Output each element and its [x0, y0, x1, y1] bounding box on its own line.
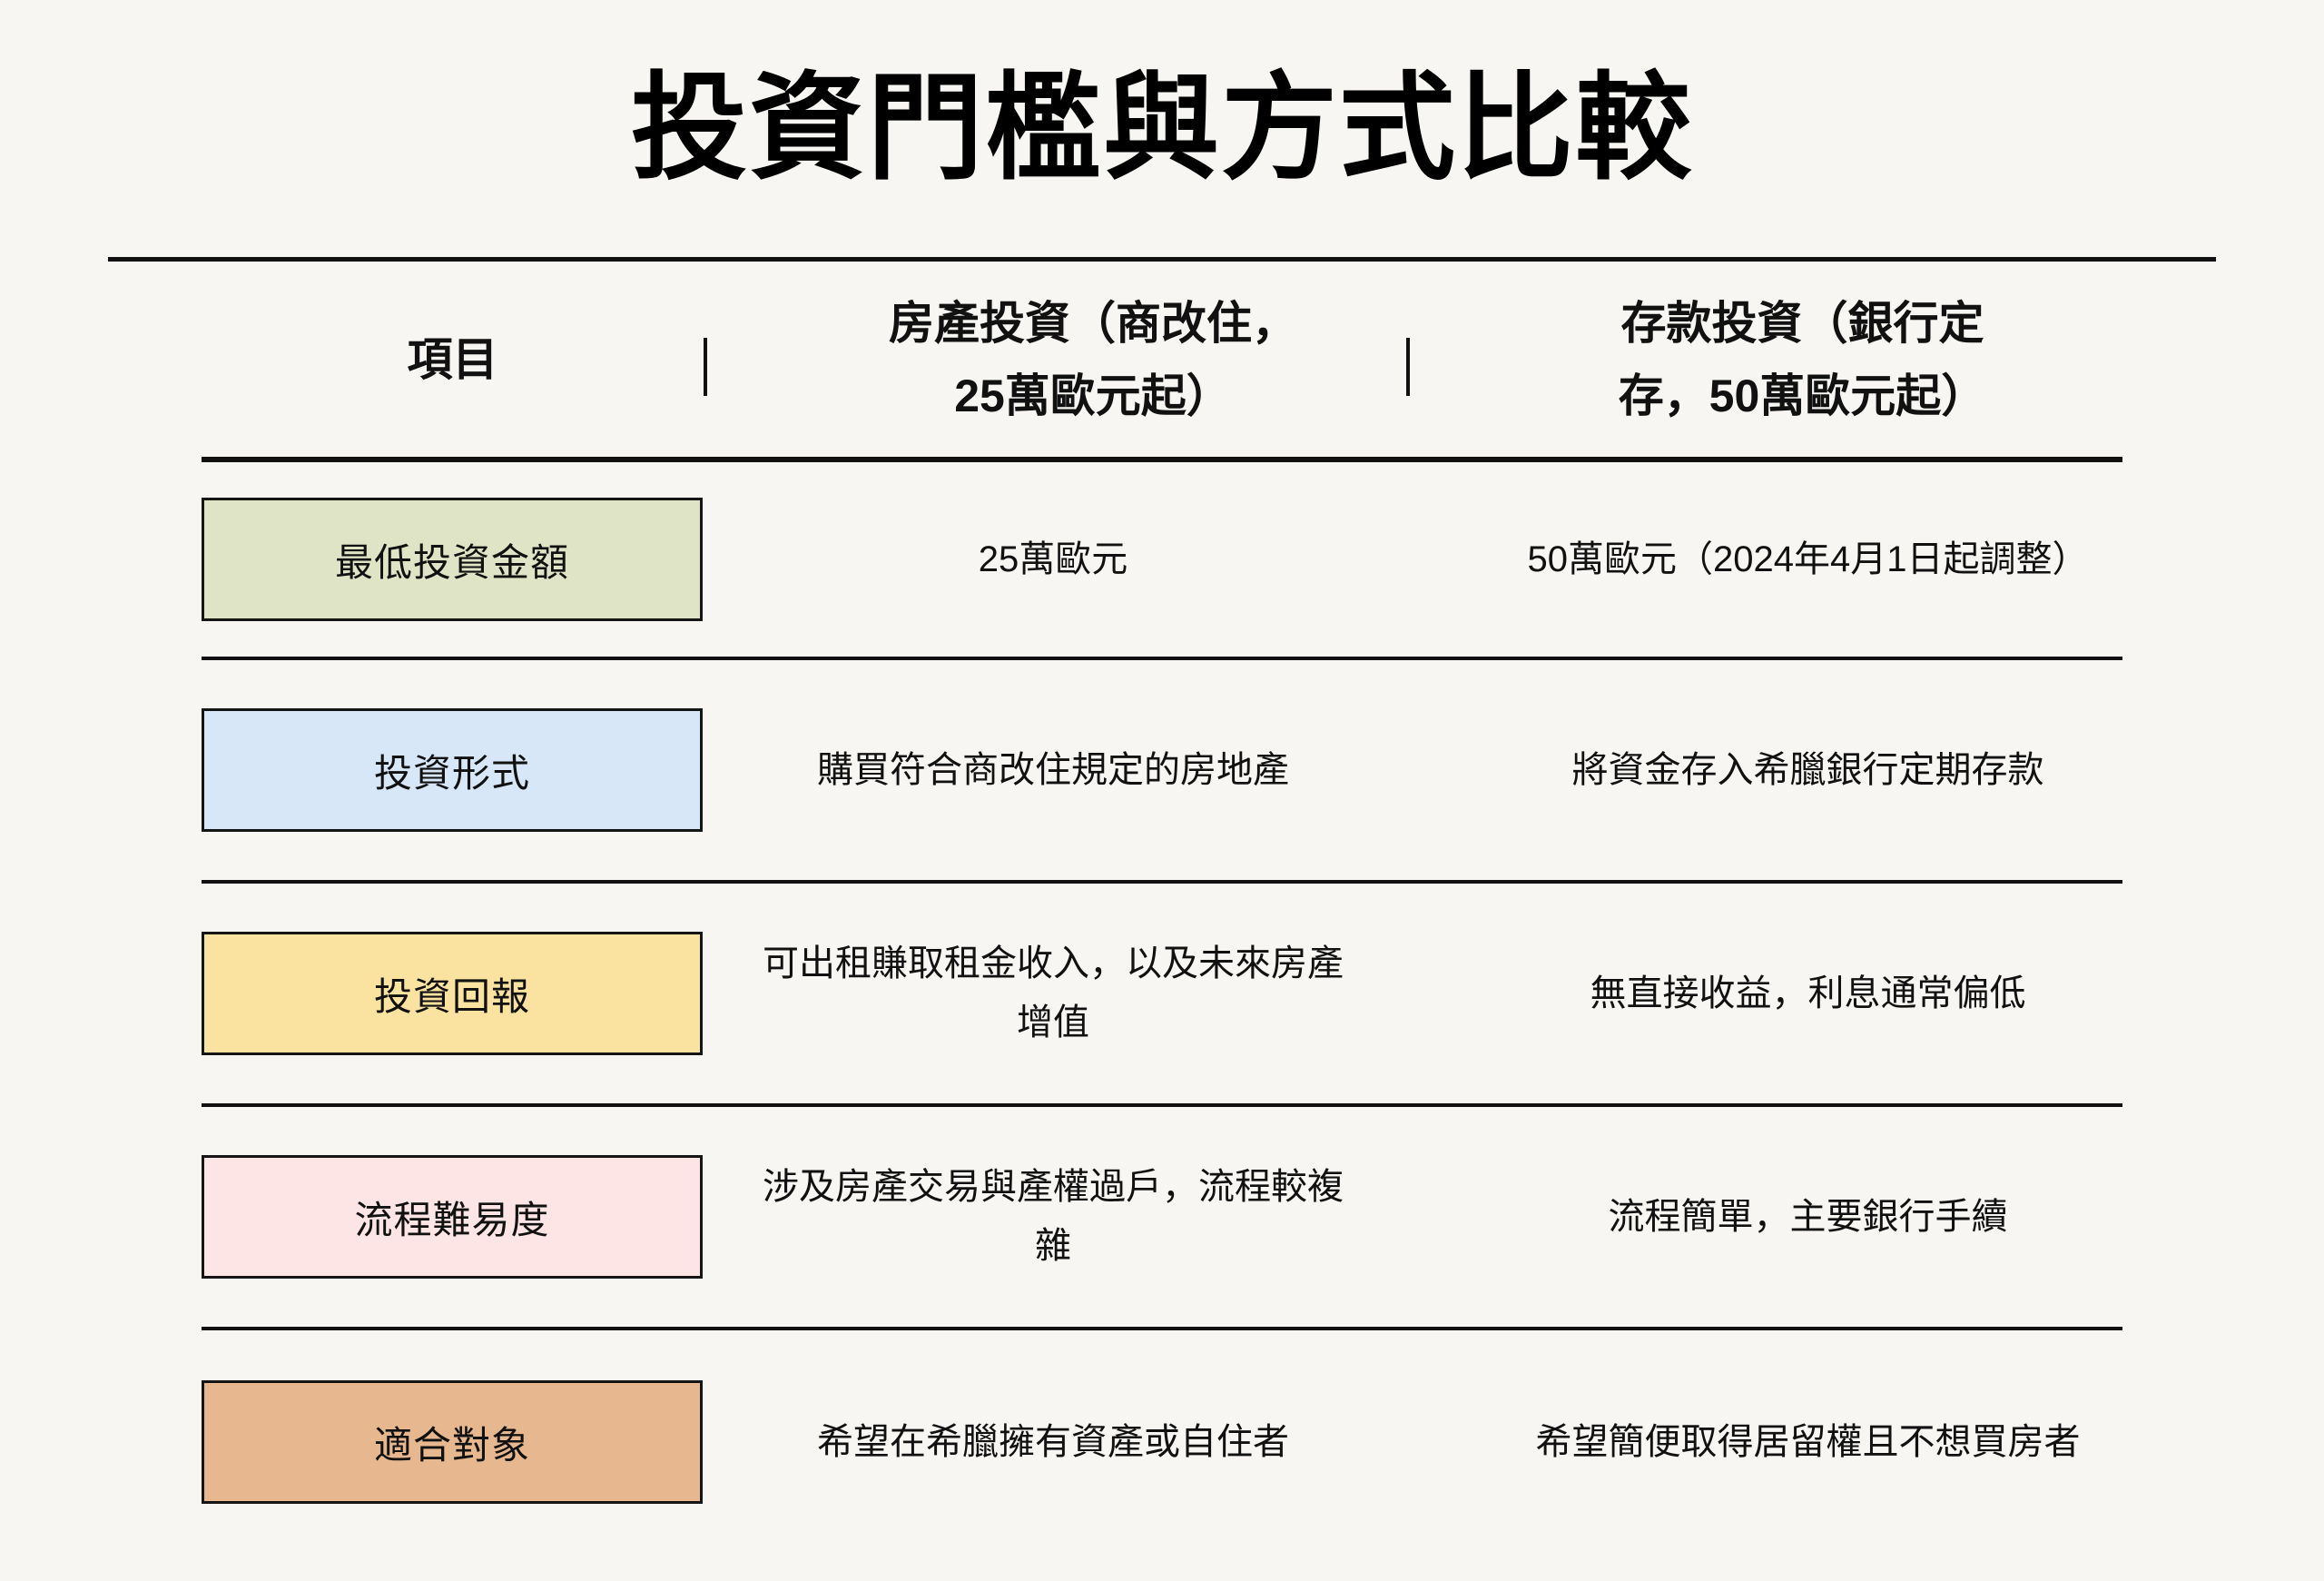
row-label: 適合對象 — [373, 1423, 530, 1467]
header-deposit-investment-column: 存款投資（銀行定 存，50萬歐元起） — [1618, 297, 1987, 421]
row-label-cell: 最低投資金額 — [202, 498, 704, 621]
page-title: 投資門檻與方式比較 — [630, 63, 1693, 193]
deposit-investment-cell: 50萬歐元（2024年4月1日起調整） — [1527, 539, 2089, 579]
row-label-box: 最低投資金額 — [202, 498, 703, 621]
table-row: 流程難易度 涉及房產交易與產權過戶，流程較複 雜 流程簡單，主要銀行手續 — [202, 1107, 2122, 1330]
property-investment-cell: 希望在希臘擁有資產或自住者 — [817, 1421, 1289, 1462]
deposit-investment-cell: 無直接收益，利息通常偏低 — [1590, 973, 2026, 1013]
header-vertical-divider-2 — [1406, 337, 1410, 396]
row-label-cell: 投資形式 — [202, 708, 704, 832]
row-label-box: 流程難易度 — [202, 1155, 703, 1279]
table-body: 最低投資金額 25萬歐元 50萬歐元（2024年4月1日起調整） 投資形式 購買… — [202, 462, 2122, 1554]
deposit-investment-cell: 流程簡單，主要銀行手續 — [1608, 1196, 2008, 1237]
row-label-cell: 投資回報 — [202, 932, 704, 1055]
row-label: 流程難易度 — [354, 1198, 550, 1241]
row-label: 投資形式 — [373, 751, 530, 795]
property-investment-cell: 購買符合商改住規定的房地產 — [817, 749, 1289, 790]
table-row: 最低投資金額 25萬歐元 50萬歐元（2024年4月1日起調整） — [202, 462, 2122, 660]
row-label-box: 投資回報 — [202, 932, 703, 1055]
header-property-investment-column: 房產投資（商改住， 25萬歐元起） — [889, 297, 1297, 421]
property-investment-cell: 25萬歐元 — [978, 539, 1128, 579]
property-investment-cell: 涉及房產交易與產權過戶，流程較複 雜 — [763, 1167, 1344, 1266]
title-divider-line — [108, 257, 2216, 262]
table-row: 投資回報 可出租賺取租金收入，以及未來房產 增值 無直接收益，利息通常偏低 — [202, 884, 2122, 1107]
property-investment-cell: 可出租賺取租金收入，以及未來房產 增值 — [763, 944, 1344, 1042]
row-label-box: 投資形式 — [202, 708, 703, 832]
row-label: 最低投資金額 — [334, 540, 569, 584]
header-item-column: 項目 — [407, 333, 498, 385]
title-area: 投資門檻與方式比較 — [0, 0, 2324, 257]
deposit-investment-cell: 希望簡便取得居留權且不想買房者 — [1535, 1421, 2081, 1462]
row-label: 投資回報 — [373, 974, 530, 1018]
header-vertical-divider-1 — [704, 337, 707, 396]
row-label-cell: 適合對象 — [202, 1380, 704, 1504]
header-underline — [202, 457, 2122, 462]
table-row: 適合對象 希望在希臘擁有資產或自住者 希望簡便取得居留權且不想買房者 — [202, 1330, 2122, 1554]
deposit-investment-cell: 將資金存入希臘銀行定期存款 — [1571, 749, 2044, 790]
table-header-row: 項目 房產投資（商改住， 25萬歐元起） 存款投資（銀行定 存，50萬歐元起） — [202, 262, 2122, 457]
row-label-box: 適合對象 — [202, 1380, 703, 1504]
row-label-cell: 流程難易度 — [202, 1155, 704, 1279]
table-row: 投資形式 購買符合商改住規定的房地產 將資金存入希臘銀行定期存款 — [202, 660, 2122, 884]
